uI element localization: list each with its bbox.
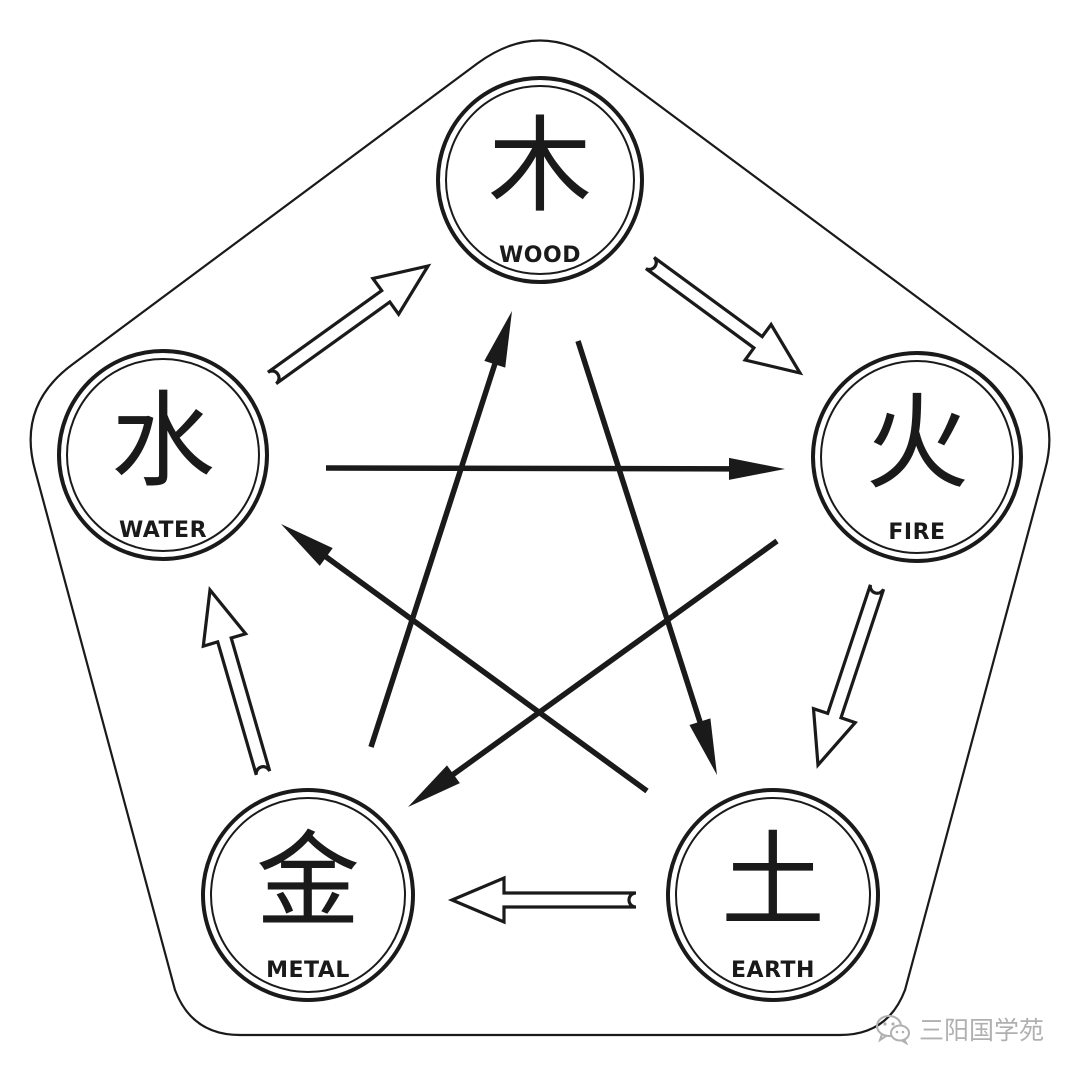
generate-arrow-fire-earth [811, 584, 886, 769]
generate-arrow-wood-fire [644, 256, 804, 376]
node-glyph-wood: 木 [488, 105, 592, 227]
node-glyph-fire: 火 [865, 382, 969, 504]
control-arrow-shaft [575, 340, 705, 729]
node-inner-ring [445, 85, 635, 275]
watermark: 三阳国学苑 [875, 1011, 1044, 1047]
node-inner-ring [675, 797, 871, 993]
node-earth: 土 EARTH [666, 788, 880, 1002]
node-label-metal: METAL [266, 958, 350, 983]
node-label-fire: FIRE [888, 520, 945, 545]
watermark-text: 三阳国学苑 [918, 1016, 1044, 1045]
control-arrow-fire-metal [408, 538, 779, 807]
node-label-water: WATER [119, 518, 207, 543]
control-arrow-earth-water [281, 524, 649, 794]
node-metal: 金 METAL [201, 788, 415, 1002]
wechat-icon [875, 1015, 910, 1045]
pentagon-frame [29, 39, 1051, 1037]
element-nodes: 木 WOOD 火 FIRE 土 EARTH 金 METAL 水 WATER [57, 76, 1023, 1002]
control-arrow-metal-wood [368, 311, 512, 748]
node-outer-ring [666, 788, 880, 1002]
control-arrow-shaft [368, 357, 500, 748]
node-label-wood: WOOD [499, 243, 581, 268]
control-arrowhead [728, 457, 785, 480]
control-arrowhead [408, 765, 460, 807]
control-arrowhead [689, 718, 717, 775]
node-glyph-metal: 金 [256, 820, 360, 942]
control-arrow-shaft [446, 538, 779, 780]
control-arrow-water-fire [325, 457, 785, 480]
node-outer-ring [436, 76, 644, 284]
generating-cycle [201, 256, 886, 925]
node-label-earth: EARTH [731, 958, 815, 983]
node-glyph-water: 水 [111, 380, 215, 502]
controlling-cycle [281, 311, 785, 807]
node-outer-ring [811, 351, 1023, 563]
control-arrowhead [484, 311, 512, 368]
control-arrow-shaft [319, 551, 649, 794]
node-glyph-earth: 土 [721, 820, 825, 942]
node-water: 水 WATER [57, 349, 269, 561]
node-outer-ring [201, 788, 415, 1002]
node-inner-ring [210, 797, 406, 993]
node-outer-ring [57, 349, 269, 561]
generate-arrow-water-wood [266, 263, 432, 385]
node-fire: 火 FIRE [811, 351, 1023, 563]
node-inner-ring [66, 358, 260, 552]
node-inner-ring [820, 360, 1014, 554]
node-wood: 木 WOOD [436, 76, 644, 284]
control-arrow-wood-earth [575, 340, 717, 775]
control-arrowhead [281, 524, 333, 566]
generate-arrow-earth-metal [447, 875, 637, 925]
generate-arrow-metal-water [201, 586, 272, 776]
control-arrow-shaft [325, 465, 736, 472]
